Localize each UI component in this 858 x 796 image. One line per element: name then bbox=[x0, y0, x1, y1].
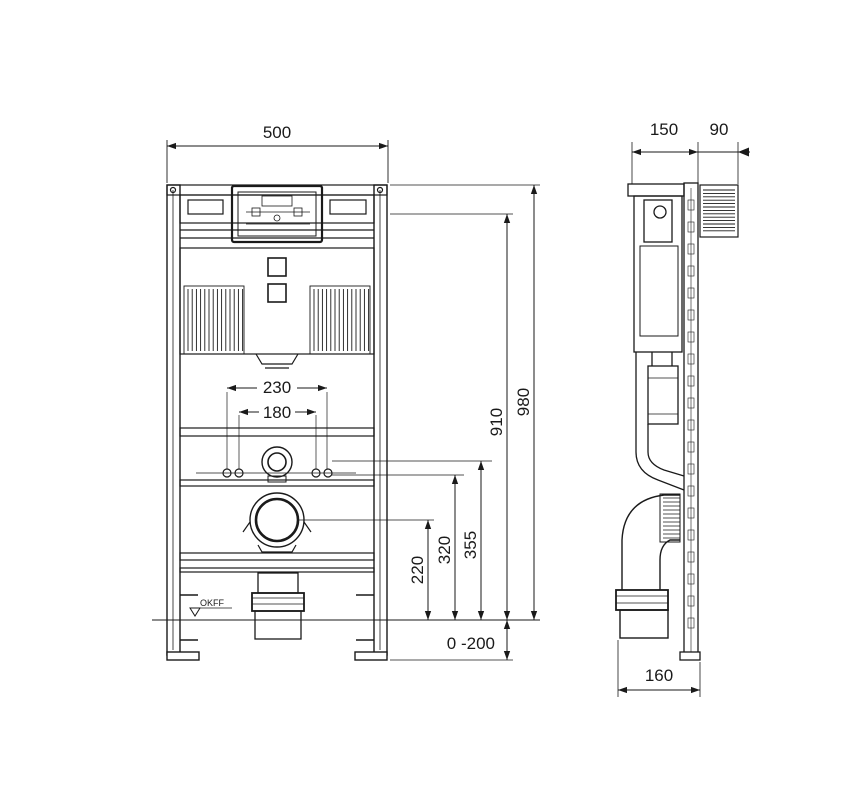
water-inlet bbox=[261, 446, 293, 483]
side-post-holes bbox=[687, 199, 695, 629]
front-view: OKFF 500 230 180 bbox=[152, 123, 540, 661]
height-220-label: 220 bbox=[408, 556, 427, 584]
side-waste-ribs bbox=[663, 497, 680, 539]
spacing-230-label: 230 bbox=[263, 378, 291, 397]
depth-160-label: 160 bbox=[645, 666, 673, 685]
height-320-label: 320 bbox=[435, 536, 454, 564]
side-post bbox=[679, 182, 701, 661]
top-rail bbox=[166, 184, 388, 239]
bolt-spacing-inner-dimension: 180 bbox=[239, 402, 316, 422]
drain-pipe bbox=[251, 572, 305, 640]
depth-160-dimension: 160 bbox=[618, 666, 700, 694]
cistern-body bbox=[179, 247, 375, 369]
height-980-dimension: 980 bbox=[514, 185, 538, 620]
side-view: 150 90 160 bbox=[615, 120, 750, 697]
insulation-grille-left bbox=[183, 285, 245, 355]
height-220-dimension: 220 bbox=[408, 520, 432, 620]
side-cistern bbox=[627, 183, 685, 366]
spacing-180-label: 180 bbox=[263, 403, 291, 422]
depth-150-dimension: 150 bbox=[632, 120, 698, 156]
side-insulation-block bbox=[699, 184, 739, 238]
height-980-label: 980 bbox=[514, 388, 533, 416]
frame-posts bbox=[166, 184, 388, 661]
fixing-bolts bbox=[196, 392, 356, 478]
side-waste-elbow bbox=[615, 493, 681, 639]
bolt-spacing-outer-dimension: 230 bbox=[227, 378, 327, 397]
waste-connector bbox=[242, 492, 312, 553]
height-355-dimension: 355 bbox=[461, 461, 485, 620]
width-dimension: 500 bbox=[166, 123, 389, 183]
width-label: 500 bbox=[263, 123, 291, 142]
insulation-grille-right bbox=[309, 285, 371, 355]
floor-range-dimension: 0 -200 bbox=[447, 620, 511, 660]
floor-range-label: 0 -200 bbox=[447, 634, 495, 653]
depth-90-dimension: 90 bbox=[698, 120, 750, 157]
height-910-dimension: 910 bbox=[487, 214, 511, 620]
depth-150-label: 150 bbox=[650, 120, 678, 139]
height-extension-lines bbox=[298, 184, 540, 661]
floor-marker: OKFF bbox=[152, 598, 540, 621]
depth-90-label: 90 bbox=[710, 120, 729, 139]
flush-actuator-opening bbox=[230, 184, 324, 244]
side-insulation-grille bbox=[703, 189, 735, 232]
height-320-dimension: 320 bbox=[435, 475, 459, 620]
cross-bars bbox=[179, 427, 375, 573]
side-flush-pipe bbox=[635, 352, 685, 491]
height-910-label: 910 bbox=[487, 408, 506, 436]
height-355-label: 355 bbox=[461, 531, 480, 559]
okff-label: OKFF bbox=[200, 598, 225, 608]
